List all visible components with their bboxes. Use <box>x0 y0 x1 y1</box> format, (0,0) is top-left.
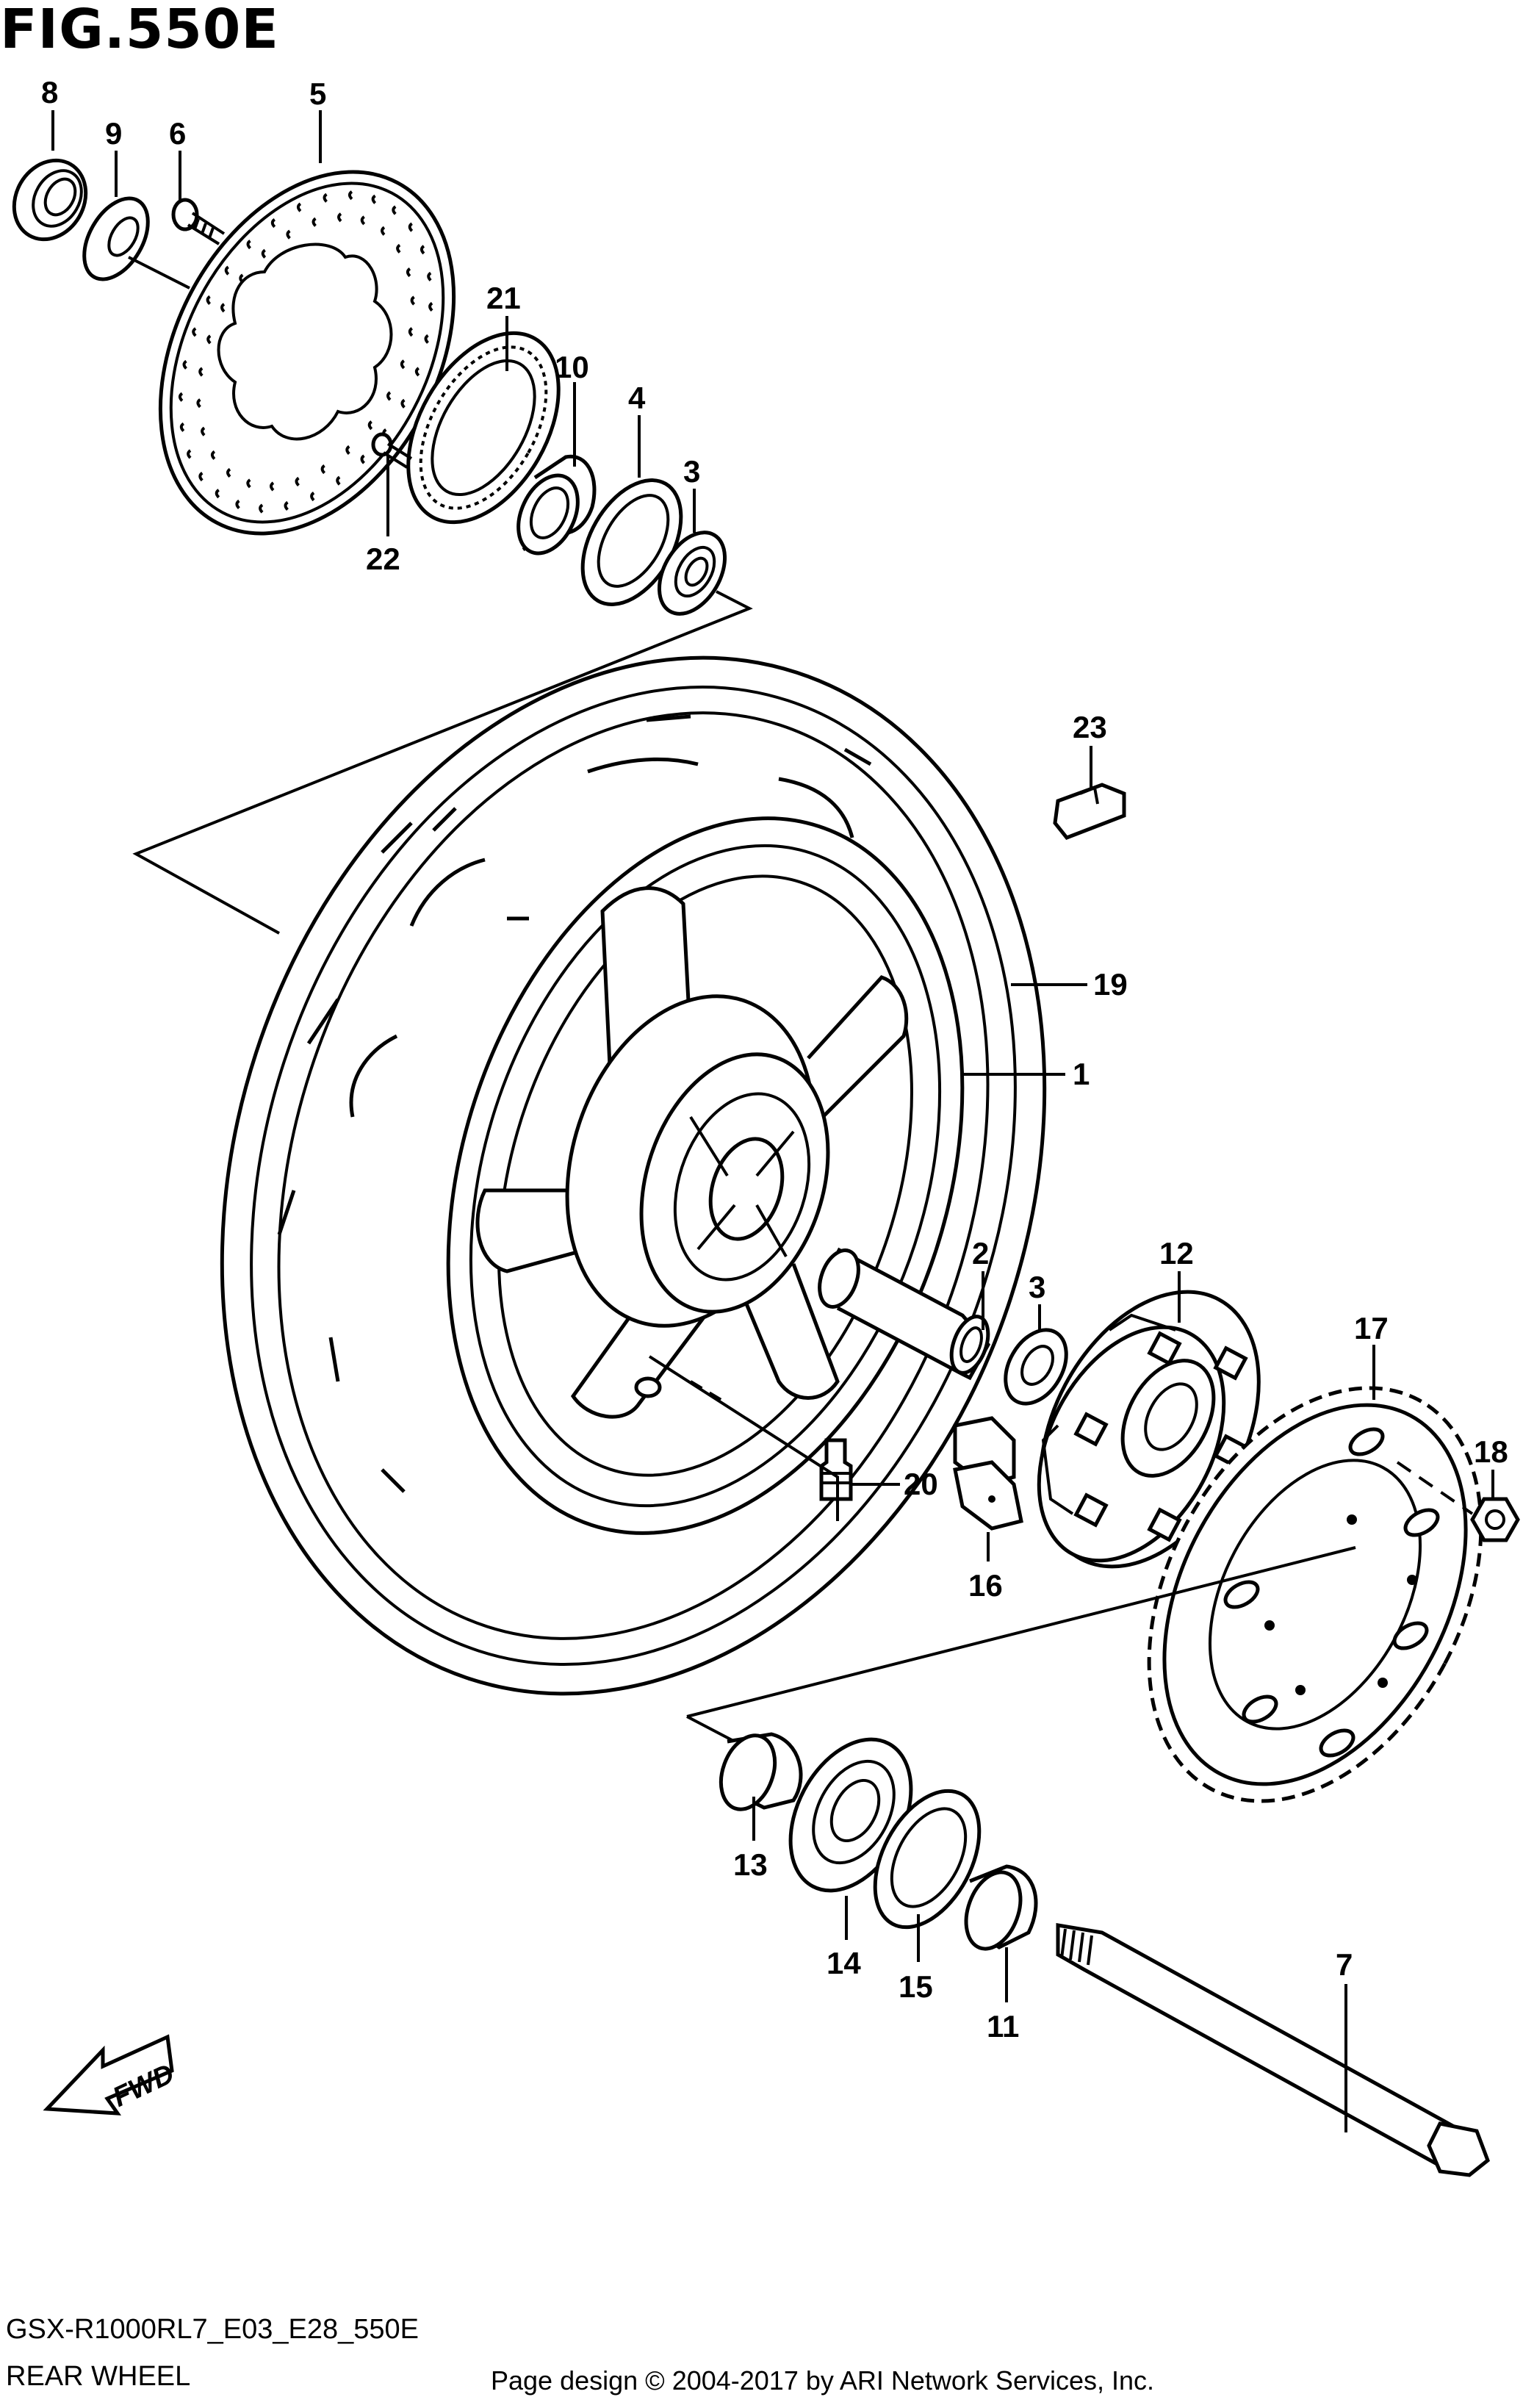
model-code: GSX-R1000RL7_E03_E28_550E <box>6 2314 419 2345</box>
bolt-part-6 <box>171 198 226 245</box>
copyright-credit: Page design © 2004-2017 by ARI Network S… <box>491 2365 1155 2396</box>
callout-3-lower: 3 <box>1029 1270 1045 1304</box>
oil-seal-part-15 <box>873 1789 982 1930</box>
figure-title: FIG.550E <box>0 0 279 61</box>
bearing-part-3-upper <box>657 531 727 616</box>
spacer-part-11 <box>964 1864 1038 1951</box>
bearing-part-3-lower <box>1004 1328 1068 1406</box>
callout-22: 22 <box>366 542 400 576</box>
callout-19: 19 <box>1093 967 1128 1002</box>
nut-part-18 <box>1470 1497 1520 1542</box>
callout-14: 14 <box>827 1946 861 1980</box>
wheel-part-1 <box>446 816 965 1535</box>
callout-23: 23 <box>1073 710 1107 744</box>
callout-3-upper: 3 <box>683 454 700 489</box>
balancer-weight-part-23 <box>1053 783 1126 840</box>
callout-15: 15 <box>899 1969 933 2004</box>
spacer-part-10 <box>516 454 597 556</box>
callout-21: 21 <box>486 281 521 315</box>
callout-17: 17 <box>1354 1311 1389 1345</box>
callout-11: 11 <box>987 2009 1019 2044</box>
callout-5: 5 <box>309 76 326 111</box>
callout-10: 10 <box>555 350 589 384</box>
callout-12: 12 <box>1159 1236 1194 1271</box>
callout-2: 2 <box>972 1236 989 1271</box>
callout-13: 13 <box>733 1847 768 1882</box>
callout-6: 6 <box>169 116 186 151</box>
callout-labels: 8 9 6 5 21 10 4 3 22 23 19 1 2 3 12 17 1… <box>41 75 1508 2044</box>
axle-part-7 <box>1056 1923 1490 2177</box>
callout-8: 8 <box>41 75 58 109</box>
sheet-name: REAR WHEEL <box>6 2361 191 2392</box>
rear-sprocket-part-17 <box>1147 1386 1483 1803</box>
callout-20: 20 <box>904 1467 938 1501</box>
damper-part-16 <box>953 1416 1023 1531</box>
callout-leaders <box>51 110 1494 2132</box>
forward-direction-arrow-icon: FWD <box>43 2034 179 2116</box>
callout-7: 7 <box>1336 1947 1353 1982</box>
sensor-rotor-part-21 <box>406 331 561 525</box>
callout-4: 4 <box>628 381 646 415</box>
callout-16: 16 <box>968 1568 1003 1603</box>
oil-seal-part-8 <box>12 158 88 242</box>
spacer-part-13 <box>719 1732 803 1811</box>
callout-1: 1 <box>1073 1057 1090 1091</box>
callout-18: 18 <box>1474 1434 1508 1469</box>
screw-part-22 <box>371 432 413 469</box>
callout-9: 9 <box>105 116 122 151</box>
spacer-part-2 <box>818 1247 991 1381</box>
